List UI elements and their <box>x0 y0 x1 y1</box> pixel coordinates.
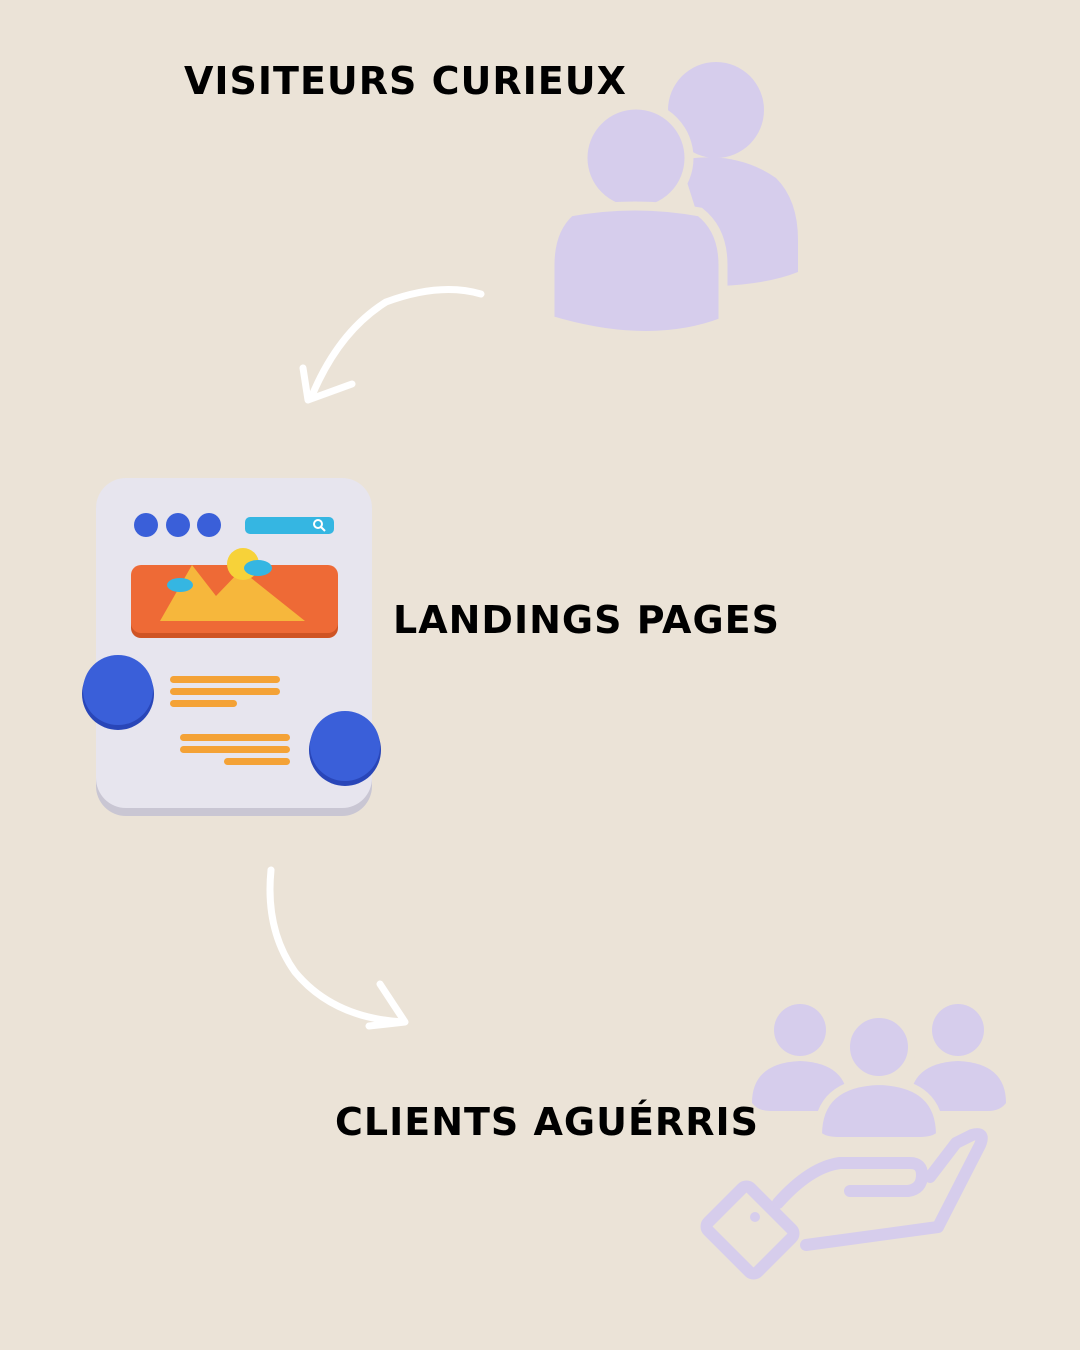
arrow-visitors-to-landing <box>299 286 485 404</box>
stage-label-clients: CLIENTS AGUÉRRIS <box>335 1100 759 1144</box>
clients-hand-icon <box>700 1004 1006 1280</box>
arrow-landing-to-clients <box>266 866 409 1030</box>
stage-label-landing: LANDINGS PAGES <box>393 598 780 642</box>
stage-label-visitors: VISITEURS CURIEUX <box>184 59 627 103</box>
landing-page-icon <box>82 478 381 816</box>
users-icon <box>545 62 798 340</box>
